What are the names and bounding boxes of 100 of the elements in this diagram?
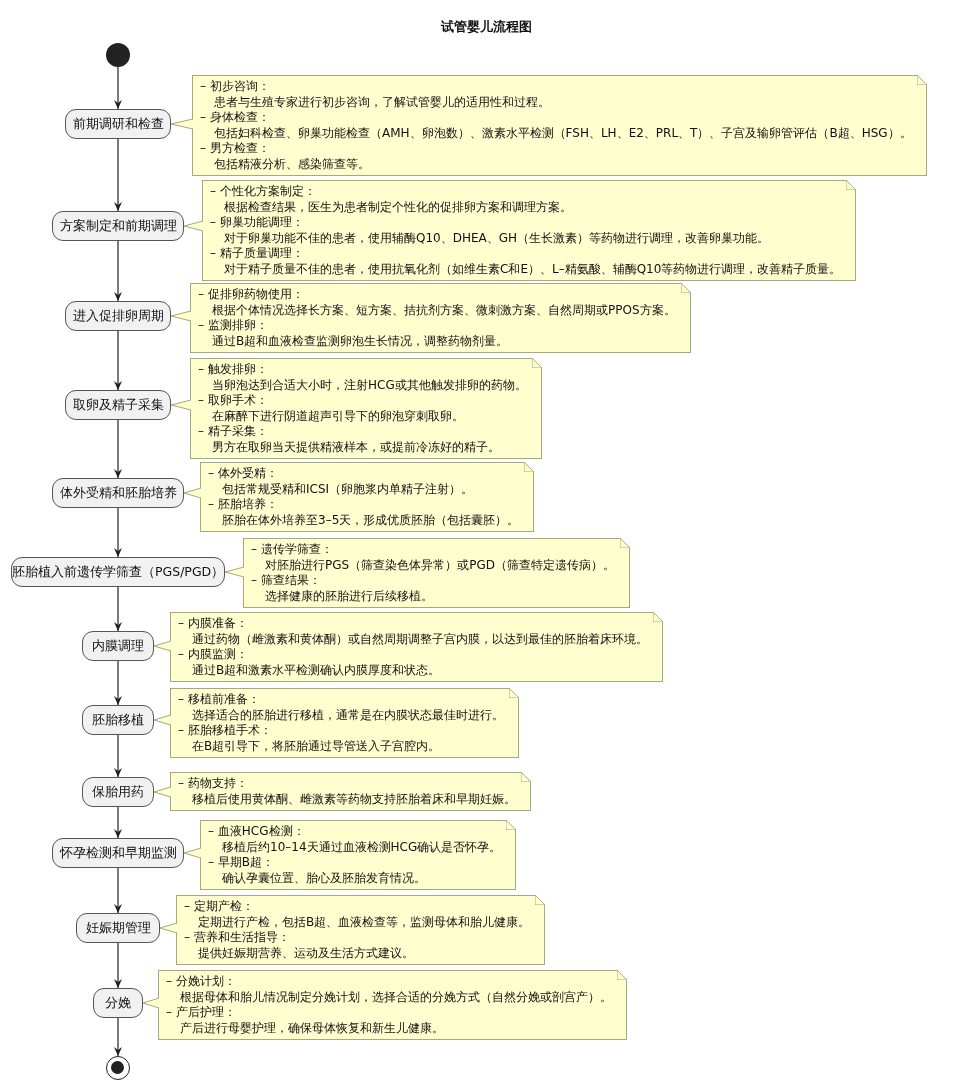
arrow	[114, 507, 122, 558]
note	[200, 820, 517, 890]
arrow	[114, 586, 122, 632]
note	[190, 283, 691, 353]
note-heading: – 内膜准备：	[178, 616, 249, 632]
note-detail: 产后进行母婴护理，确保母体恢复和新生儿健康。	[179, 1020, 445, 1036]
note-heading: – 触发排卵：	[198, 362, 269, 378]
note-heading: – 药物支持：	[178, 776, 249, 792]
activity-box: 前期调研和检查	[65, 109, 171, 139]
note-heading: – 初步咨询：	[200, 79, 271, 95]
note-heading: – 男方检查：	[200, 141, 271, 157]
note-heading: – 产后护理：	[166, 1005, 237, 1021]
note-heading: – 内膜监测：	[178, 647, 249, 663]
note-detail: 根据母体和胎儿情况制定分娩计划，选择合适的分娩方式（自然分娩或剖宫产）。	[179, 989, 612, 1005]
note-pointer	[153, 640, 172, 652]
arrow	[114, 867, 122, 914]
note-heading: – 胚胎培养：	[208, 497, 279, 513]
arrow	[114, 419, 122, 479]
note-pointer	[170, 118, 194, 130]
note-pointer	[183, 220, 204, 232]
note-pointer	[153, 714, 172, 726]
activity-box: 胚胎移植	[82, 705, 154, 735]
note-heading: – 卵巢功能调理：	[210, 215, 305, 231]
activity-box: 方案制定和前期调理	[52, 211, 184, 241]
note-heading: – 取卵手术：	[198, 393, 269, 409]
note-detail: 提供妊娠期营养、运动及生活方式建议。	[197, 945, 415, 961]
note-heading: – 筛查结果：	[251, 573, 322, 589]
note-detail: 患者与生殖专家进行初步咨询，了解试管婴儿的适用性和过程。	[213, 94, 551, 110]
activity-box: 怀孕检测和早期监测	[52, 838, 184, 868]
note-heading: – 身体检查：	[200, 110, 271, 126]
note-heading: – 血液HCG检测：	[208, 824, 306, 840]
activity-box: 妊娠期管理	[76, 913, 160, 943]
note	[176, 895, 546, 965]
note-detail: 通过B超和激素水平检测确认内膜厚度和状态。	[191, 662, 442, 678]
note-detail: 包括常规受精和ICSI（卵胞浆内单精子注射）。	[221, 481, 475, 497]
arrow	[114, 806, 122, 839]
note-pointer	[159, 922, 178, 934]
arrow	[114, 1017, 122, 1057]
note-heading: – 监测排卵：	[198, 318, 269, 334]
note-detail: 男方在取卵当天提供精液样本，或提前冷冻好的精子。	[211, 439, 501, 455]
note	[170, 612, 663, 682]
note-heading: – 胚胎移植手术：	[178, 723, 273, 739]
note-pointer	[224, 566, 245, 578]
note-heading: – 体外受精：	[208, 466, 279, 482]
arrow	[114, 66, 122, 110]
note	[170, 688, 519, 758]
note-detail: 通过药物（雌激素和黄体酮）或自然周期调整子宫内膜，以达到最佳的胚胎着床环境。	[191, 631, 648, 647]
note	[200, 462, 535, 532]
note-pointer	[183, 487, 202, 499]
note-detail: 对于卵巢功能不佳的患者，使用辅酶Q10、DHEA、GH（生长激素）等药物进行调理，改善卵巢功能。	[223, 230, 771, 246]
activity-box: 胚胎植入前遗传学筛查（PGS/PGD）	[11, 557, 225, 587]
activity-box: 保胎用药	[82, 777, 154, 807]
note-heading: – 精子采集：	[198, 424, 269, 440]
arrow	[114, 240, 122, 302]
arrow	[114, 330, 122, 391]
arrow	[114, 660, 122, 706]
activity-box: 进入促排卵周期	[65, 301, 171, 331]
note-detail: 确认孕囊位置、胎心及胚胎发育情况。	[221, 870, 427, 886]
note	[190, 358, 542, 459]
activity-box: 内膜调理	[82, 631, 154, 661]
note-heading: – 促排卵药物使用：	[198, 287, 305, 303]
note-detail: 在麻醉下进行阴道超声引导下的卵泡穿刺取卵。	[211, 408, 465, 424]
note-detail: 胚胎在体外培养至3–5天，形成优质胚胎（包括囊胚）。	[221, 512, 520, 528]
note	[243, 538, 630, 608]
note-pointer	[153, 786, 172, 798]
note	[192, 75, 927, 176]
note-detail: 当卵泡达到合适大小时，注射HCG或其他触发排卵的药物。	[211, 377, 527, 393]
activity-box: 分娩	[93, 988, 143, 1018]
note	[158, 970, 627, 1040]
start-node	[106, 43, 130, 67]
note-heading: – 遗传学筛查：	[251, 542, 334, 558]
note-detail: 移植后约10–14天通过血液检测HCG确认是否怀孕。	[221, 839, 502, 855]
end-node	[106, 1056, 130, 1080]
note-detail: 对胚胎进行PGS（筛查染色体异常）或PGD（筛查特定遗传病）。	[264, 557, 615, 573]
note-pointer	[142, 997, 160, 1009]
note-detail: 选择适合的胚胎进行移植，通常是在内膜状态最佳时进行。	[191, 707, 504, 723]
note-pointer	[170, 399, 192, 411]
note-detail: 根据个体情况选择长方案、短方案、拮抗剂方案、微刺激方案、自然周期或PPOS方案。	[211, 302, 676, 318]
note	[170, 772, 531, 811]
note-detail: 包括妇科检查、卵巢功能检查（AMH、卵泡数）、激素水平检测（FSH、LH、E2、PRL、T）、子宫及输卵管评估（B超、HSG）。	[213, 125, 912, 141]
note-detail: 通过B超和血液检查监测卵泡生长情况，调整药物剂量。	[211, 333, 510, 349]
note-detail: 选择健康的胚胎进行后续移植。	[264, 588, 434, 604]
arrow	[114, 138, 122, 212]
note-detail: 在B超引导下，将胚胎通过导管送入子宫腔内。	[191, 738, 442, 754]
note-pointer	[170, 310, 192, 322]
note-detail: 根据检查结果，医生为患者制定个性化的促排卵方案和调理方案。	[223, 199, 573, 215]
note-heading: – 早期B超：	[208, 855, 276, 871]
note-pointer	[183, 847, 202, 859]
note-detail: 移植后使用黄体酮、雌激素等药物支持胚胎着床和早期妊娠。	[191, 791, 516, 807]
note	[202, 180, 857, 281]
note-heading: – 移植前准备：	[178, 692, 261, 708]
activity-box: 取卵及精子采集	[65, 390, 171, 420]
note-heading: – 精子质量调理：	[210, 246, 305, 262]
note-heading: – 营养和生活指导：	[184, 930, 291, 946]
activity-box: 体外受精和胚胎培养	[52, 478, 184, 508]
note-detail: 包括精液分析、感染筛查等。	[213, 156, 371, 172]
note-detail: 定期进行产检，包括B超、血液检查等，监测母体和胎儿健康。	[197, 914, 531, 930]
arrow	[114, 734, 122, 778]
note-detail: 对于精子质量不佳的患者，使用抗氧化剂（如维生素C和E）、L–精氨酸、辅酶Q10等药物进行调理，改善精子质量。	[223, 261, 842, 277]
note-heading: – 个性化方案制定：	[210, 184, 317, 200]
